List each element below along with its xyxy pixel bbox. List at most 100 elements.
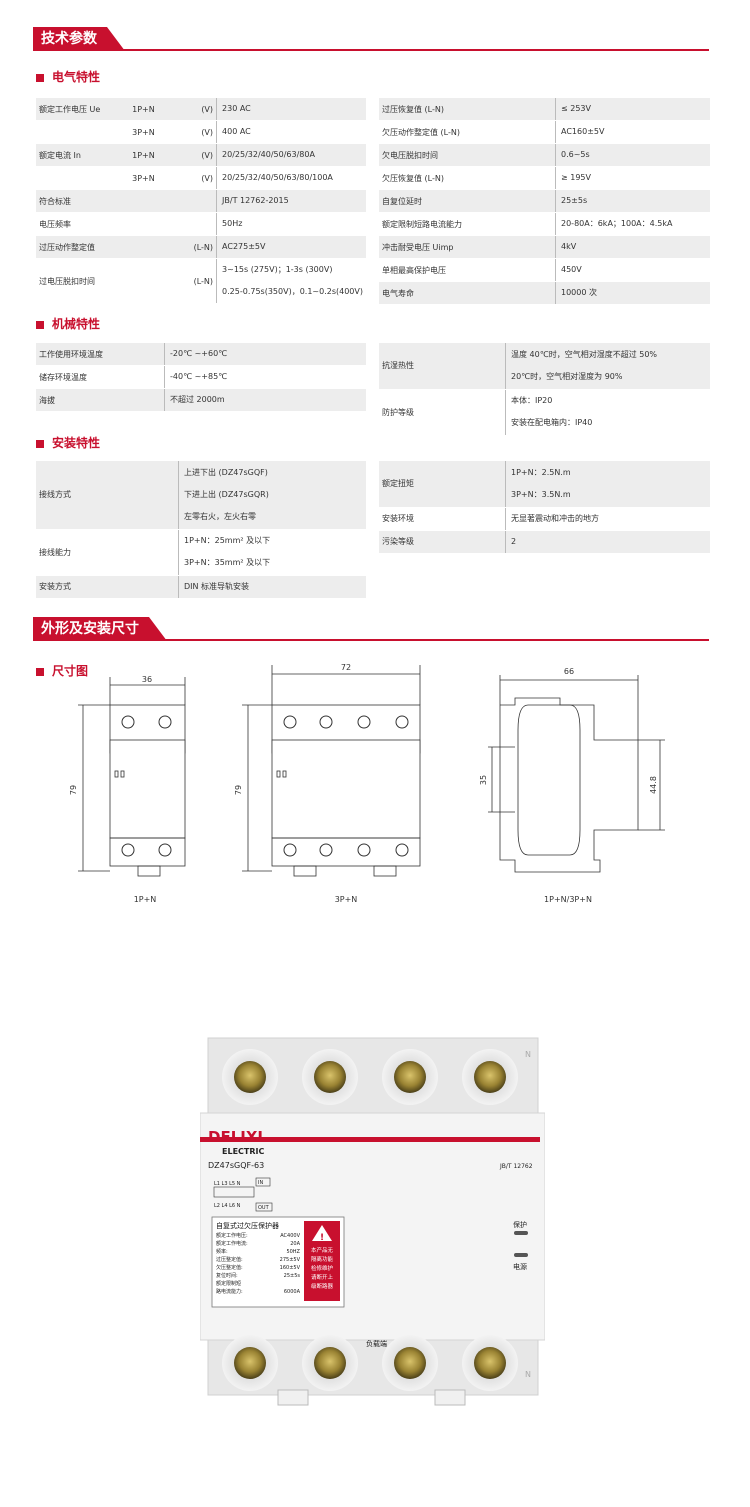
- terminal-screws: [222, 1049, 518, 1391]
- label-value: AC400V: [280, 1233, 300, 1239]
- row-unit: [170, 212, 217, 236]
- row-name: 接线方式: [36, 461, 179, 530]
- row-name: 储存环境温度: [36, 365, 165, 389]
- row-name: 工作使用环境温度: [36, 343, 165, 366]
- row-name: 电气寿命: [379, 281, 556, 305]
- caption-2: 3P+N: [335, 895, 358, 904]
- row-sub: 3P+N: [129, 120, 171, 144]
- table-row: 污染等级 2: [379, 530, 710, 554]
- row-value: 50Hz: [216, 212, 366, 236]
- value-line: AC160±5V: [561, 127, 605, 136]
- row-value: JB/T 12762-2015: [216, 189, 366, 213]
- value-line: 25±5s: [561, 196, 588, 205]
- dim-height-1: 79: [69, 785, 78, 795]
- table-row: 安装环境无显著震动和冲击的地方: [379, 507, 710, 531]
- dim-width-1: 36: [142, 675, 152, 684]
- row-value: 20-80A：6kA；100A：4.5kA: [555, 212, 710, 236]
- row-value: 0.6~5s: [555, 143, 710, 167]
- row-value: 3~15s (275V)；1-3s (300V)0.25-0.75s(350V)…: [216, 258, 366, 304]
- value-line: 2: [511, 536, 517, 546]
- label-key: 过压整定值:: [216, 1256, 243, 1263]
- mechanical-right-table: 抗湿热性温度 40℃时，空气相对湿度不超过 50%20℃时，空气相对湿度为 90…: [379, 343, 710, 436]
- table-row: 欠压恢复值 (L-N)≥ 195V: [379, 166, 710, 190]
- table-row: 过压恢复值 (L-N)≤ 253V: [379, 98, 710, 121]
- row-sub: [129, 235, 171, 259]
- row-name: 过压动作整定值: [36, 235, 130, 259]
- row-unit: (L-N): [170, 235, 217, 259]
- screw-icons: [121, 715, 409, 857]
- install-left-table: 接线方式上进下出 (DZ47sGQF) 下进上出 (DZ47sGQR) 左零右火，左…: [36, 461, 366, 599]
- table-row: 电气寿命 10000 次: [379, 281, 710, 305]
- row-value: 不超过 2000m: [164, 388, 366, 412]
- value-line: 左零右火，左火右零: [184, 511, 256, 521]
- row-name: 额定限制短路电流能力: [379, 212, 556, 236]
- dim-width-3: 66: [564, 667, 574, 676]
- row-unit: [170, 189, 217, 213]
- value-line: 400 AC: [222, 127, 251, 136]
- table-row: 过压动作整定值 (L-N)AC275±5V: [36, 235, 366, 259]
- caption-1: 1P+N: [134, 895, 157, 904]
- row-value: -20℃ ~+60℃: [164, 343, 366, 366]
- row-value: AC275±5V: [216, 235, 366, 259]
- row-value: 20/25/32/40/50/63/80A: [216, 143, 366, 167]
- value-line: ≤ 253V: [561, 104, 591, 113]
- row-value: 温度 40℃时，空气相对湿度不超过 50% 20℃时，空气相对湿度为 90%: [505, 343, 710, 390]
- svg-text:ELECTRIC: ELECTRIC: [222, 1147, 264, 1156]
- value-line: 无显著震动和冲击的地方: [511, 513, 599, 523]
- warning-text: 隔离功能: [311, 1255, 334, 1263]
- dim-h1-3: 35: [479, 775, 488, 785]
- dim-height-2: 79: [234, 785, 243, 795]
- row-name: 防护等级: [379, 389, 506, 436]
- value-line: 下进上出 (DZ47sGQR): [184, 489, 269, 499]
- row-name: 额定电流 In: [36, 143, 130, 167]
- value-line: 4kV: [561, 242, 577, 251]
- row-value: 2: [505, 530, 710, 554]
- row-sub: 3P+N: [129, 166, 171, 190]
- value-line: 0.25-0.75s(350V)，0.1~0.2s(400V): [222, 287, 363, 296]
- row-value: ≤ 253V: [555, 98, 710, 121]
- value-line: 20/25/32/40/50/63/80A: [222, 150, 315, 159]
- row-name: 单相最高保护电压: [379, 258, 556, 282]
- value-line: 上进下出 (DZ47sGQF): [184, 467, 268, 477]
- row-name: [36, 166, 130, 190]
- table-row: 工作使用环境温度-20℃ ~+60℃: [36, 343, 366, 366]
- table-row: 3P+N(V)20/25/32/40/50/63/80/100A: [36, 166, 366, 190]
- value-line: 20℃时，空气相对湿度为 90%: [511, 371, 623, 381]
- caption-3: 1P+N/3P+N: [544, 895, 592, 904]
- value-line: 3P+N：3.5N.m: [511, 489, 571, 499]
- warning-text: 级断路器: [311, 1282, 334, 1290]
- row-value: 4kV: [555, 235, 710, 259]
- label-value: 160±5V: [280, 1265, 301, 1271]
- drawing-1p-n: [78, 677, 186, 877]
- value-line: 10000 次: [561, 288, 597, 297]
- value-line: ≥ 195V: [561, 173, 591, 182]
- row-value: ≥ 195V: [555, 166, 710, 190]
- svg-text:电源: 电源: [513, 1262, 527, 1271]
- row-name: 冲击耐受电压 Uimp: [379, 235, 556, 259]
- row-value: 25±5s: [555, 189, 710, 213]
- table-row: 过电压脱扣时间(L-N)3~15s (275V)；1-3s (300V)0.25…: [36, 258, 366, 304]
- value-line: 温度 40℃时，空气相对湿度不超过 50%: [511, 349, 658, 359]
- table-row: 接线方式上进下出 (DZ47sGQF) 下进上出 (DZ47sGQR) 左零右火，左…: [36, 461, 366, 530]
- row-value: 20/25/32/40/50/63/80/100A: [216, 166, 366, 190]
- row-name: 欠压动作整定值 (L-N): [379, 120, 556, 144]
- row-value: 400 AC: [216, 120, 366, 144]
- value-line: 3P+N：35mm² 及以下: [184, 558, 271, 567]
- row-value: 450V: [555, 258, 710, 282]
- value-line: DIN 标准导轨安装: [184, 581, 250, 591]
- warning-text: 本产品无: [311, 1246, 334, 1254]
- row-name: 安装方式: [36, 575, 179, 599]
- value-line: 450V: [561, 265, 582, 274]
- warning-text: 请断开上: [311, 1273, 334, 1281]
- model-number: DZ47sGQF-63: [208, 1161, 264, 1170]
- row-value: DIN 标准导轨安装: [178, 575, 366, 599]
- row-name: 污染等级: [379, 530, 506, 554]
- label-value: 6000A: [284, 1289, 301, 1295]
- table-row: 储存环境温度-40℃ ~+85℃: [36, 365, 366, 389]
- row-name: [36, 120, 130, 144]
- row-sub: [129, 212, 171, 236]
